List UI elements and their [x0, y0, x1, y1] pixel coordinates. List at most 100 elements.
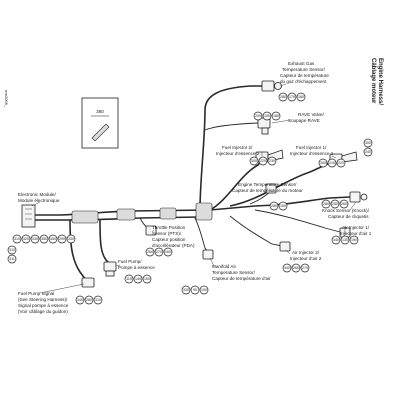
- callout-knock-2: 260: [339, 199, 349, 209]
- svg-text:Fuel Pump/: Fuel Pump/: [118, 259, 142, 264]
- callout-number: 150: [280, 204, 286, 208]
- inset-number: 360: [96, 109, 104, 114]
- callout-airinj2-0: 340: [282, 263, 292, 273]
- callout-inj1-2: 220: [336, 158, 346, 168]
- label-rave-valve: RAVE Valve/ Soupape RAVE: [288, 112, 325, 123]
- svg-text:Manifold Air: Manifold Air: [212, 264, 236, 269]
- engine-temp-connector: [265, 183, 277, 194]
- callout-manifold-0: 330: [181, 285, 191, 295]
- title-fr: Câblage moteur: [370, 58, 376, 104]
- callout-number: 210: [329, 161, 335, 165]
- callout-number: 300: [365, 141, 371, 145]
- callout-inj2-2: 230: [267, 156, 277, 166]
- callout-number: 190: [264, 114, 270, 118]
- label-electronic-module: Electronic Module/ Module électronique: [18, 192, 60, 203]
- callout-number: 230: [269, 159, 275, 163]
- callout-module_row-4: 350: [48, 234, 58, 244]
- callout-number: 250: [332, 202, 338, 206]
- callout-number: 320: [23, 237, 29, 241]
- callout-throttle-1: 270: [154, 247, 164, 257]
- callout-number: 110: [126, 277, 132, 281]
- svg-text:Fuel Injector 2/: Fuel Injector 2/: [222, 145, 253, 150]
- sleeve-part: [91, 123, 110, 142]
- callout-module_left-1: 311: [7, 254, 17, 264]
- label-knock-sensor: Knock Sensor (Knock)/ Capteur de cliquet…: [322, 208, 370, 219]
- callout-number: 340: [284, 266, 290, 270]
- callout-number: 220: [260, 159, 266, 163]
- svg-text:Soupape RAVE: Soupape RAVE: [288, 118, 320, 123]
- svg-text:Signal pompe à essence: Signal pompe à essence: [18, 303, 69, 308]
- fuel-pump-connector: [103, 261, 117, 277]
- callout-number: 260: [293, 266, 299, 270]
- svg-text:RAVE Valve/: RAVE Valve/: [298, 112, 325, 117]
- svg-text:Capteur de température du mote: Capteur de température du moteur: [232, 188, 303, 193]
- callout-throttle-0: 260: [145, 247, 155, 257]
- callout-number: 100: [201, 288, 207, 292]
- svg-text:Injecteur d'air 2: Injecteur d'air 2: [290, 256, 322, 261]
- callout-rave-1: 190: [262, 111, 272, 121]
- callout-number: 260: [341, 202, 347, 206]
- inset-box: 360: [81, 97, 119, 149]
- harness-sleeves: [71, 202, 213, 224]
- callout-number: 330: [68, 237, 74, 241]
- callout-number: 311: [9, 257, 15, 261]
- callout-number: 170: [289, 95, 295, 99]
- callout-rave-0: 200: [253, 111, 263, 121]
- throttle-sensor-connector: [145, 225, 157, 236]
- svg-text:Capteur position: Capteur position: [152, 237, 186, 242]
- callout-module_row-2: 330: [30, 234, 40, 244]
- callout-inj2-1: 220: [258, 156, 268, 166]
- callout-number: 280: [280, 95, 286, 99]
- callout-enginetemp-1: 150: [278, 201, 288, 211]
- callout-number: 330: [183, 288, 189, 292]
- callout-number: 280: [323, 202, 329, 206]
- callout-number: 140: [135, 277, 141, 281]
- callout-number: 180: [298, 95, 304, 99]
- callout-rave-2: 180: [271, 111, 281, 121]
- side-code: rmr2006_: [4, 90, 9, 108]
- svg-text:(See Steering Harness)/: (See Steering Harness)/: [18, 297, 68, 302]
- svg-text:Electronic Module/: Electronic Module/: [18, 192, 57, 197]
- svg-text:(Voir câblage du guidon): (Voir câblage du guidon): [18, 309, 68, 314]
- svg-text:Capteur de cliquetis: Capteur de cliquetis: [328, 214, 369, 219]
- callout-signal-1: 280: [84, 295, 94, 305]
- svg-text:Engine Temperature Sensor/: Engine Temperature Sensor/: [238, 182, 297, 187]
- callout-number: 340: [77, 298, 83, 302]
- label-fuel-pump: Fuel Pump/ Pompe à essence: [118, 259, 155, 270]
- svg-text:Capteur de température d'air: Capteur de température d'air: [212, 276, 271, 281]
- callout-inj2-0: 300: [249, 156, 259, 166]
- callout-airinj1-2: 190: [349, 235, 359, 245]
- callout-number: 270: [156, 250, 162, 254]
- svg-text:Temperature Sensor/: Temperature Sensor/: [282, 67, 326, 72]
- title-en: Engine Harness/: [377, 58, 383, 105]
- callout-exhaust-0: 280: [278, 92, 288, 102]
- callout-number: 340: [333, 238, 339, 242]
- callout-throttle-2: 160: [163, 247, 173, 257]
- callout-number: 150: [144, 277, 150, 281]
- callout-number: 160: [165, 250, 171, 254]
- callout-fuelpump-2: 150: [142, 274, 152, 284]
- svg-text:Injecteur d'essence 1: Injecteur d'essence 1: [290, 151, 334, 156]
- svg-text:Injecteur d'essence 2: Injecteur d'essence 2: [216, 151, 260, 156]
- svg-text:Pompe à essence: Pompe à essence: [118, 265, 155, 270]
- callout-number: 330: [32, 237, 38, 241]
- svg-text:Fuel Pump Signal: Fuel Pump Signal: [18, 291, 54, 296]
- callout-airinj1-1: 130: [340, 235, 350, 245]
- svg-text:Capteur de température: Capteur de température: [280, 73, 329, 78]
- svg-text:Air Injector 2/: Air Injector 2/: [292, 250, 320, 255]
- manifold-air-connector: [202, 249, 214, 260]
- callout-module_left-0: 310: [7, 245, 17, 255]
- label-manifold-air: Manifold Air Temperature Sensor/ Capteur…: [212, 264, 271, 281]
- callout-manifold-1: 90: [190, 285, 200, 295]
- callout-number: 280: [271, 204, 277, 208]
- callout-airinj2-2: 270: [300, 263, 310, 273]
- callout-number: 190: [351, 238, 357, 242]
- callout-airinj1-0: 340: [331, 235, 341, 245]
- label-fuel-injector-2: Fuel Injector 2/ Injecteur d'essence 2: [216, 145, 260, 156]
- callout-number: 130: [342, 238, 348, 242]
- callout-enginetemp-0: 280: [269, 201, 279, 211]
- callout-module_row-5: 290: [57, 234, 67, 244]
- svg-text:du gaz d'échappement: du gaz d'échappement: [280, 79, 327, 84]
